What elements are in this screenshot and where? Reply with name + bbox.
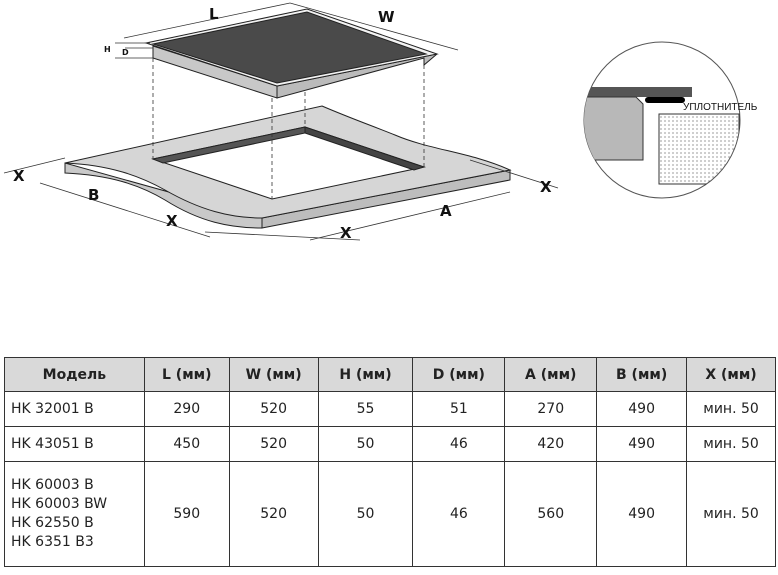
cell-L: 290 [143,391,230,427]
cell-D: 46 [412,461,506,567]
cell-D: 51 [412,391,506,427]
dimensions-table: Модель L (мм) W (мм) H (мм) D (мм) A (мм… [4,357,776,567]
installation-diagram: L W H D X B X X A X УПЛОТНИТЕЛЬ [3,2,758,242]
label-A: A [440,202,452,220]
header-L: L (мм) [143,357,230,392]
cell-H: 50 [317,461,414,567]
label-H: H [104,45,111,54]
cell-model: HK 32001 B [4,391,145,427]
cell-H: 55 [317,391,414,427]
cell-A: 560 [504,461,598,567]
header-H: H (мм) [317,357,414,392]
cell-X: мин. 50 [686,426,776,462]
label-X-left: X [13,167,25,185]
header-B: B (мм) [596,357,688,392]
model-name: HK 60003 BW [11,496,108,512]
header-W: W (мм) [228,357,319,392]
model-name: HK 60003 B [11,477,94,493]
seal-label: УПЛОТНИТЕЛЬ [683,102,758,113]
cooktop [144,8,439,99]
cell-X: мин. 50 [686,391,776,427]
label-X-right: X [540,178,552,196]
cell-A: 270 [504,391,598,427]
cell-W: 520 [228,391,319,427]
table-row: HK 43051 B 450 520 50 46 420 490 мин. 50 [4,426,776,462]
cell-B: 490 [596,461,688,567]
cell-H: 50 [317,426,414,462]
model-name: HK 6351 B3 [11,534,94,550]
header-model: Модель [4,357,145,392]
cell-B: 490 [596,391,688,427]
header-X: X (мм) [686,357,776,392]
cell-A: 420 [504,426,598,462]
cell-W: 520 [228,426,319,462]
dimension-lines [3,2,559,241]
header-A: A (мм) [504,357,598,392]
label-B: B [88,186,99,204]
cell-D: 46 [412,426,506,462]
countertop [64,105,512,229]
seal-detail: УПЛОТНИТЕЛЬ [583,41,758,199]
header-D: D (мм) [412,357,506,392]
table-row: HK 32001 B 290 520 55 51 270 490 мин. 50 [4,391,776,427]
cell-X: мин. 50 [686,461,776,567]
cell-L: 590 [143,461,230,567]
model-name: HK 62550 B [11,515,94,531]
label-D: D [122,48,129,57]
cell-model: HK 43051 B [4,426,145,462]
cell-W: 520 [228,461,319,567]
cell-B: 490 [596,426,688,462]
label-L: L [209,5,219,23]
label-X-front-left: X [166,212,178,230]
table-row: HK 60003 B HK 60003 BW HK 62550 B HK 635… [4,461,776,567]
cell-L: 450 [143,426,230,462]
label-W: W [378,8,395,26]
projection-lines [152,58,425,199]
label-X-front: X [340,224,352,242]
table-header-row: Модель L (мм) W (мм) H (мм) D (мм) A (мм… [4,357,776,392]
cell-models: HK 60003 B HK 60003 BW HK 62550 B HK 635… [4,461,145,567]
